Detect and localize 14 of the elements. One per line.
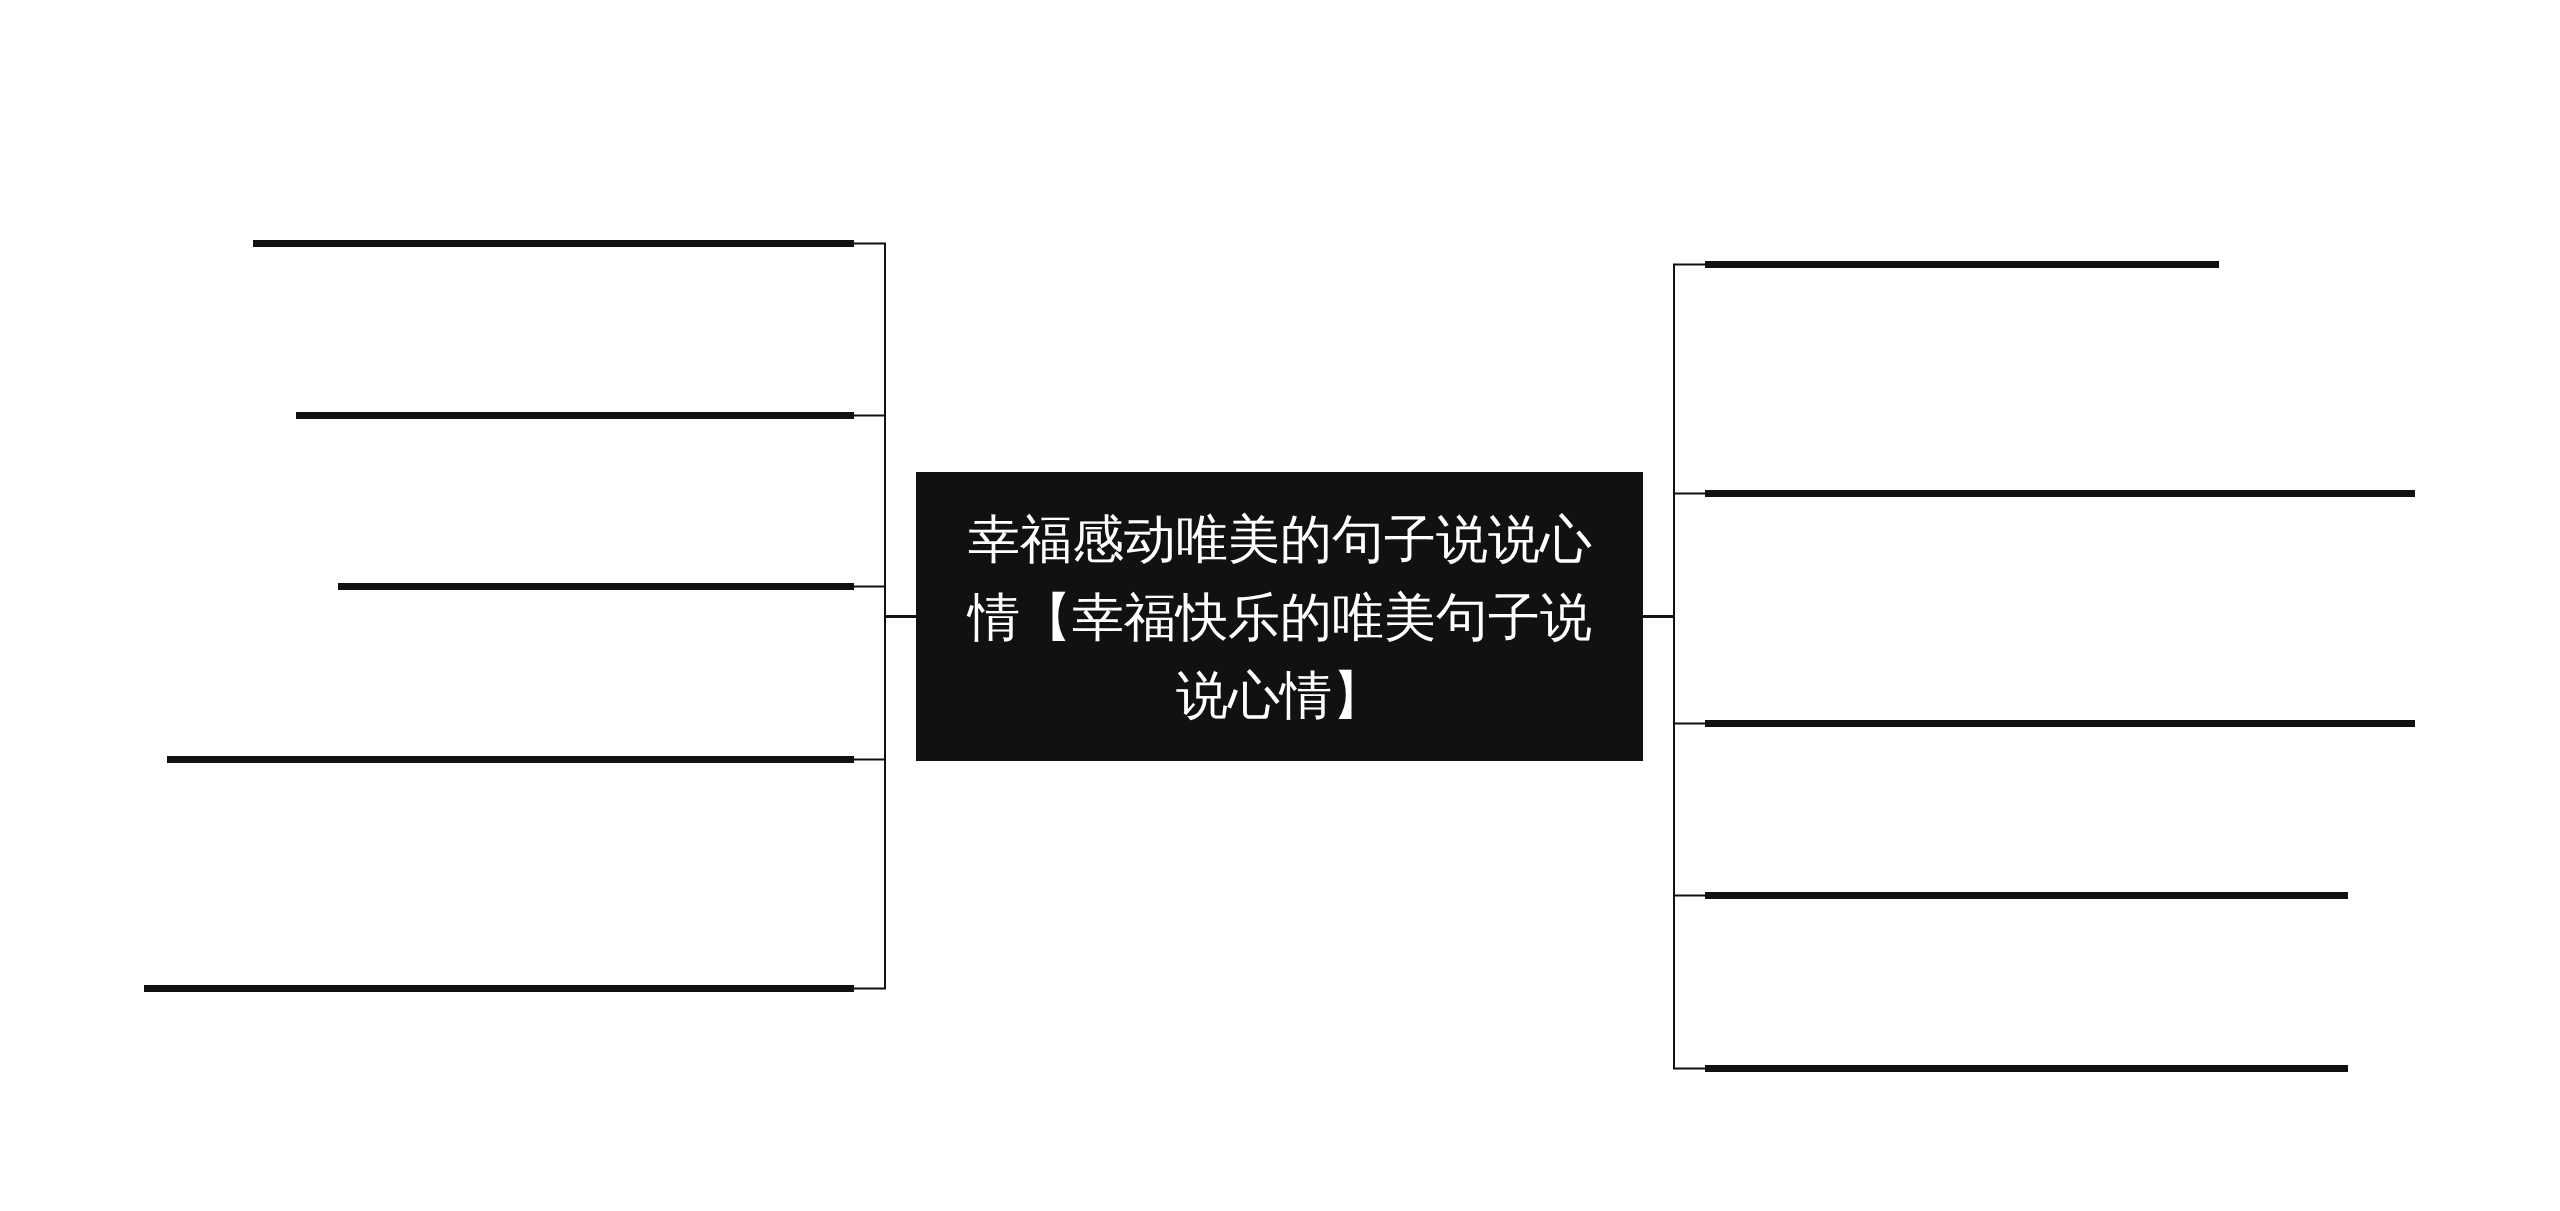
branch-bar xyxy=(1705,261,2219,268)
branch-bar xyxy=(296,412,854,419)
branch-bar xyxy=(1705,892,2348,899)
topic-text: 幸福感动唯美的句子说说心情【幸福快乐的唯美句子说说心情】 xyxy=(965,507,1593,727)
topic-box xyxy=(916,472,1643,761)
branch-bar xyxy=(253,240,854,247)
branch-bar xyxy=(1705,490,2415,497)
branch-bar xyxy=(167,756,854,763)
branch-bar xyxy=(338,583,854,590)
connector-line xyxy=(853,615,917,990)
branch-bar xyxy=(144,985,854,992)
branch-bar xyxy=(1705,720,2415,727)
connector-line xyxy=(1642,615,1706,1070)
branch-bar xyxy=(1705,1065,2348,1072)
